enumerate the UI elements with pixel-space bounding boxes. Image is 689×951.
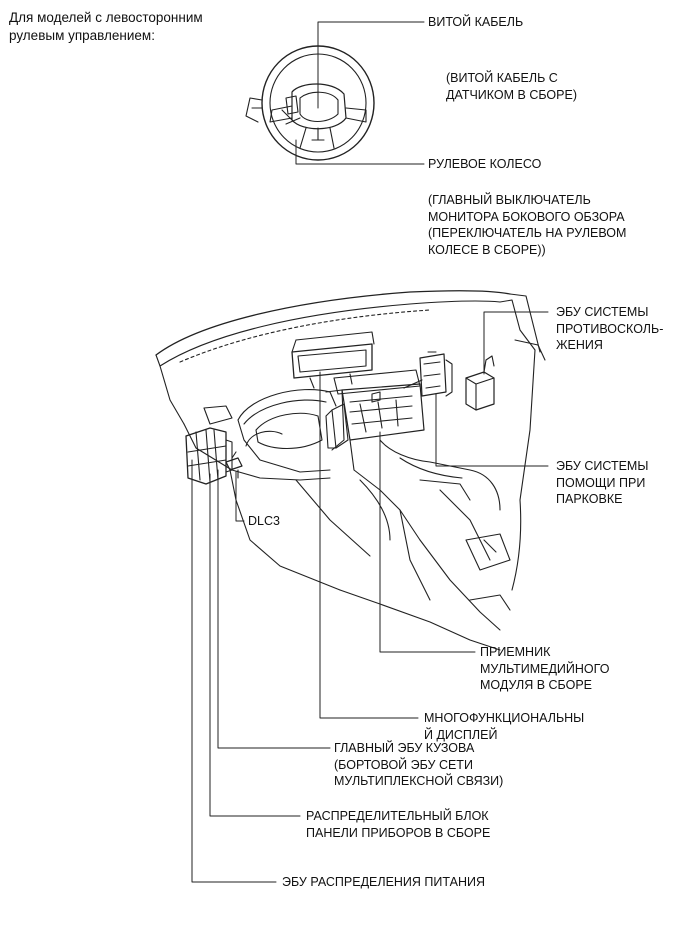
- dashboard-drawing: [155, 290, 546, 651]
- multimedia-receiver-line-1: ПРИЕМНИК: [480, 645, 551, 659]
- main-body-ecu-line-3: МУЛЬТИПЛЕКСНОЙ СВЯЗИ): [334, 774, 504, 788]
- multimedia-receiver-line-3: МОДУЛЯ В СБОРЕ: [480, 678, 592, 692]
- spiral-cable-note-line-2: ДАТЧИКОМ В СБОРЕ): [446, 87, 577, 102]
- leader-lines: [191, 21, 549, 883]
- label-main-body-ecu: ГЛАВНЫЙ ЭБУ КУЗОВА (БОРТОВОЙ ЭБУ СЕТИ МУ…: [334, 740, 503, 790]
- steering-wheel-drawing: [245, 45, 375, 161]
- pre-collision-ecu-line-1: ЭБУ СИСТЕМЫ: [556, 305, 649, 319]
- label-side-monitor-switch: (ГЛАВНЫЙ ВЫКЛЮЧАТЕЛЬ МОНИТОРА БОКОВОГО О…: [428, 192, 626, 258]
- multi-display-line-2: Й ДИСПЛЕЙ: [424, 727, 498, 742]
- pre-collision-ecu-line-2: ПРОТИВОСКОЛЬ-: [556, 321, 664, 336]
- label-parking-assist-ecu: ЭБУ СИСТЕМЫ ПОМОЩИ ПРИ ПАРКОВКЕ: [556, 458, 648, 508]
- page-heading: Для моделей с левосторонним рулевым упра…: [9, 9, 203, 45]
- pre-collision-ecu-line-3: ЖЕНИЯ: [556, 338, 603, 352]
- side-monitor-switch-line-4: КОЛЕСЕ В СБОРЕ)): [428, 242, 546, 257]
- multimedia-receiver-line-2: МУЛЬТИМЕДИЙНОГО: [480, 661, 610, 676]
- label-multi-display: МНОГОФУНКЦИОНАЛЬНЫ Й ДИСПЛЕЙ: [424, 710, 584, 743]
- label-dlc3: DLC3: [248, 514, 280, 528]
- main-body-ecu-line-2: (БОРТОВОЙ ЭБУ СЕТИ: [334, 757, 473, 772]
- side-monitor-switch-line-3: (ПЕРЕКЛЮЧАТЕЛЬ НА РУЛЕВОМ: [428, 226, 627, 240]
- label-pre-collision-ecu: ЭБУ СИСТЕМЫ ПРОТИВОСКОЛЬ- ЖЕНИЯ: [556, 304, 663, 354]
- parking-assist-ecu-line-1: ЭБУ СИСТЕМЫ: [556, 459, 649, 473]
- heading-line-1: Для моделей с левосторонним: [9, 10, 203, 25]
- junction-block-line-1: РАСПРЕДЕЛИТЕЛЬНЫЙ БЛОК: [306, 809, 489, 823]
- label-spiral-cable-note: (ВИТОЙ КАБЕЛЬ С ДАТЧИКОМ В СБОРЕ): [446, 70, 577, 103]
- junction-block-line-2: ПАНЕЛИ ПРИБОРОВ В СБОРЕ: [306, 825, 491, 840]
- spiral-cable-note-line-1: (ВИТОЙ КАБЕЛЬ С: [446, 71, 558, 85]
- label-power-distribution-ecu: ЭБУ РАСПРЕДЕЛЕНИЯ ПИТАНИЯ: [282, 875, 485, 889]
- label-multimedia-receiver: ПРИЕМНИК МУЛЬТИМЕДИЙНОГО МОДУЛЯ В СБОРЕ: [480, 644, 609, 694]
- side-monitor-switch-line-1: (ГЛАВНЫЙ ВЫКЛЮЧАТЕЛЬ: [428, 193, 591, 207]
- label-junction-block: РАСПРЕДЕЛИТЕЛЬНЫЙ БЛОК ПАНЕЛИ ПРИБОРОВ В…: [306, 808, 490, 841]
- multi-display-line-1: МНОГОФУНКЦИОНАЛЬНЫ: [424, 711, 585, 725]
- main-body-ecu-line-1: ГЛАВНЫЙ ЭБУ КУЗОВА: [334, 741, 475, 755]
- heading-line-2: рулевым управлением:: [9, 28, 155, 43]
- label-spiral-cable: ВИТОЙ КАБЕЛЬ: [428, 15, 524, 29]
- label-steering-wheel: РУЛЕВОЕ КОЛЕСО: [428, 157, 542, 171]
- side-monitor-switch-line-2: МОНИТОРА БОКОВОГО ОБЗОРА: [428, 209, 625, 224]
- parking-assist-ecu-line-3: ПАРКОВКЕ: [556, 492, 623, 506]
- parking-assist-ecu-line-2: ПОМОЩИ ПРИ: [556, 475, 646, 490]
